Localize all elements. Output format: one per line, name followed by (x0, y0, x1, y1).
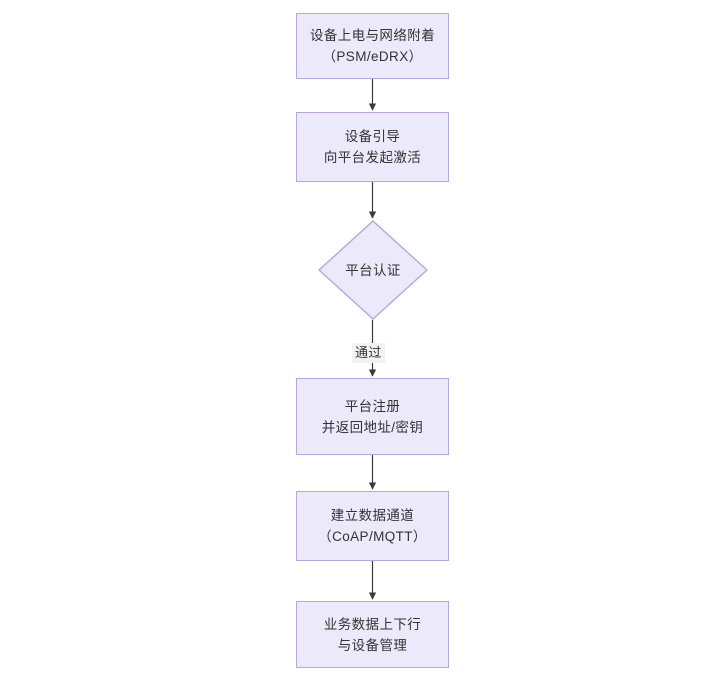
node-platform-auth-decision[interactable]: 平台认证 (318, 220, 428, 320)
node-device-bootstrap[interactable]: 设备引导 向平台发起激活 (296, 112, 449, 182)
node-data-channel[interactable]: 建立数据通道 （CoAP/MQTT） (296, 491, 449, 561)
node-label-line: （PSM/eDRX） (322, 49, 423, 64)
edge-label-pass: 通过 (352, 343, 385, 363)
node-label-line: （CoAP/MQTT） (318, 529, 427, 544)
node-label-line: 并返回地址/密钥 (321, 419, 424, 435)
node-label-line: 向平台发起激活 (323, 150, 422, 165)
node-label-line: 业务数据上下行 (323, 616, 422, 632)
node-business-data[interactable]: 业务数据上下行 与设备管理 (296, 601, 449, 668)
node-label-line: 与设备管理 (337, 637, 408, 653)
node-label-line: 设备引导 (344, 129, 401, 144)
node-label-line: 平台注册 (344, 398, 401, 414)
node-label-line: 平台认证 (345, 262, 401, 278)
node-device-power-on[interactable]: 设备上电与网络附着 （PSM/eDRX） (296, 13, 449, 79)
diamond-shape-icon (318, 220, 428, 320)
node-label-line: 设备上电与网络附着 (309, 28, 436, 43)
node-platform-registration[interactable]: 平台注册 并返回地址/密钥 (296, 378, 449, 455)
node-label-line: 建立数据通道 (330, 508, 415, 523)
